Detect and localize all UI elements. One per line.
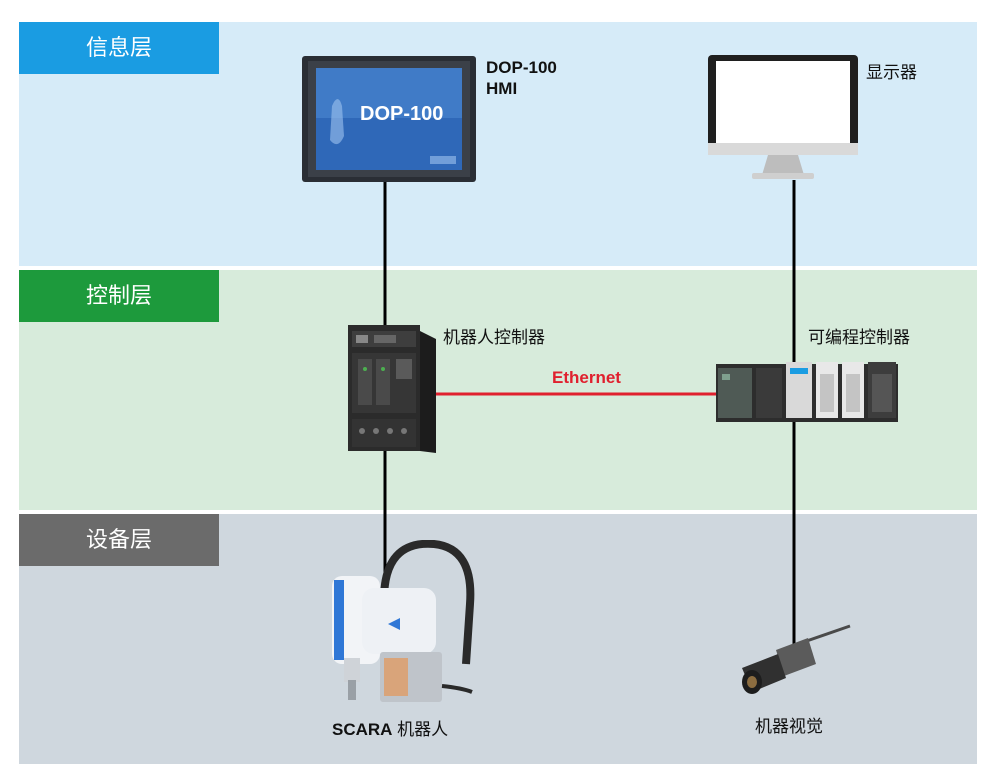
scara-label-model: SCARA	[332, 720, 393, 739]
hmi-device: DOP-100	[302, 56, 476, 182]
hmi-label-model: DOP-100	[486, 58, 557, 77]
vision-camera-device	[742, 624, 851, 694]
plc-label: 可编程控制器	[808, 328, 910, 347]
scara-label: SCARA 机器人	[332, 715, 448, 740]
ethernet-label: Ethernet	[552, 368, 621, 387]
scara-label-type: 机器人	[392, 720, 449, 739]
hmi-screen-title: DOP-100	[360, 103, 443, 125]
hmi-label-type: HMI	[486, 79, 518, 98]
monitor-device	[708, 55, 858, 179]
info-layer-tag: 信息层	[19, 22, 219, 74]
robot-controller-device	[348, 325, 436, 453]
plc-device	[716, 362, 898, 422]
device-layer-tag: 设备层	[19, 514, 219, 566]
robot-controller-label: 机器人控制器	[443, 328, 545, 347]
control-layer-tag: 控制层	[19, 270, 219, 322]
vision-label: 机器视觉	[755, 717, 823, 736]
monitor-label: 显示器	[866, 63, 917, 82]
scara-robot-device	[332, 540, 475, 702]
